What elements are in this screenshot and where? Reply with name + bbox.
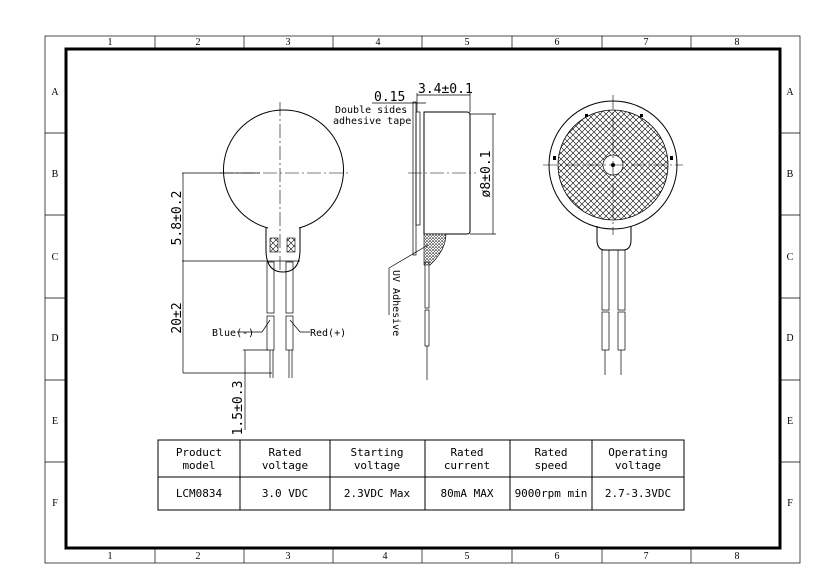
header-cell: voltage [354, 459, 400, 472]
header-cell: Rated [268, 446, 301, 459]
blue-wire-label: Blue(-) [212, 328, 254, 339]
row-label: F [787, 498, 793, 509]
thickness-dimension: 3.4±0.1 [418, 82, 473, 97]
table-value-row: LCM0834 3.0 VDC 2.3VDC Max 80mA MAX 9000… [176, 487, 671, 500]
header-cell: voltage [262, 459, 308, 472]
column-label: 7 [644, 551, 649, 562]
value-cell: 2.7-3.3VDC [605, 487, 671, 500]
back-view [543, 95, 683, 375]
column-label: 2 [196, 37, 201, 48]
header-cell: Operating [608, 446, 668, 459]
header-cell: Product [176, 446, 222, 459]
row-label: E [52, 416, 58, 427]
column-label: 5 [465, 551, 470, 562]
row-label: B [52, 169, 59, 180]
tape-thickness-dimension: 0.15 [374, 90, 405, 105]
drawing-frame: 1 2 3 4 5 6 7 8 1 2 3 4 5 6 7 8 A B C D … [44, 35, 801, 564]
column-label: 1 [108, 37, 113, 48]
table-header-row: Product model Rated voltage Starting vol… [176, 446, 668, 472]
row-label: D [786, 333, 793, 344]
column-label: 8 [735, 37, 740, 48]
row-label: F [52, 498, 58, 509]
column-label: 8 [735, 551, 740, 562]
red-wire-label: Red(+) [310, 328, 346, 339]
column-labels-top: 1 2 3 4 5 6 7 8 [108, 37, 740, 48]
tape-note-line2: adhesive tape [333, 116, 411, 127]
header-cell: Rated [534, 446, 567, 459]
height-dimension: 5.8±0.2 [170, 191, 185, 246]
row-label: D [51, 333, 58, 344]
column-label: 6 [555, 551, 560, 562]
header-cell: Rated [450, 446, 483, 459]
column-label: 3 [286, 37, 291, 48]
column-label: 6 [555, 37, 560, 48]
column-labels-bottom: 1 2 3 4 5 6 7 8 [108, 551, 740, 562]
value-cell: 80mA MAX [441, 487, 494, 500]
value-cell: 2.3VDC Max [344, 487, 411, 500]
uv-adhesive-note: UV Adhesive [390, 270, 401, 336]
header-cell: Starting [351, 446, 404, 459]
row-label: E [787, 416, 793, 427]
front-view: 5.8±0.2 20±2 1.5±0.3 Blue(-) Red(+) [170, 102, 348, 435]
row-labels-right: A B C D E F [786, 87, 794, 509]
diameter-dimension: ø8±0.1 [479, 151, 494, 198]
strip-length-dimension: 1.5±0.3 [231, 381, 246, 436]
column-label: 4 [383, 551, 388, 562]
row-label: C [787, 252, 794, 263]
value-cell: LCM0834 [176, 487, 223, 500]
column-label: 7 [644, 37, 649, 48]
row-labels-left: A B C D E F [51, 87, 59, 509]
header-cell: voltage [615, 459, 661, 472]
row-label: C [52, 252, 59, 263]
row-label: B [787, 169, 794, 180]
column-label: 1 [108, 551, 113, 562]
value-cell: 9000rpm min [515, 487, 588, 500]
side-view: 3.4±0.1 0.15 Double sides adhesive tape … [333, 82, 496, 380]
column-label: 3 [286, 551, 291, 562]
column-label: 2 [196, 551, 201, 562]
spec-table: Product model Rated voltage Starting vol… [157, 439, 685, 511]
row-label: A [51, 87, 59, 98]
lead-length-dimension: 20±2 [170, 302, 185, 333]
tape-note-line1: Double sides [335, 105, 407, 116]
column-label: 4 [376, 37, 381, 48]
column-label: 5 [465, 37, 470, 48]
header-cell: speed [534, 459, 567, 472]
header-cell: model [182, 459, 215, 472]
header-cell: current [444, 459, 490, 472]
value-cell: 3.0 VDC [262, 487, 308, 500]
row-label: A [786, 87, 794, 98]
